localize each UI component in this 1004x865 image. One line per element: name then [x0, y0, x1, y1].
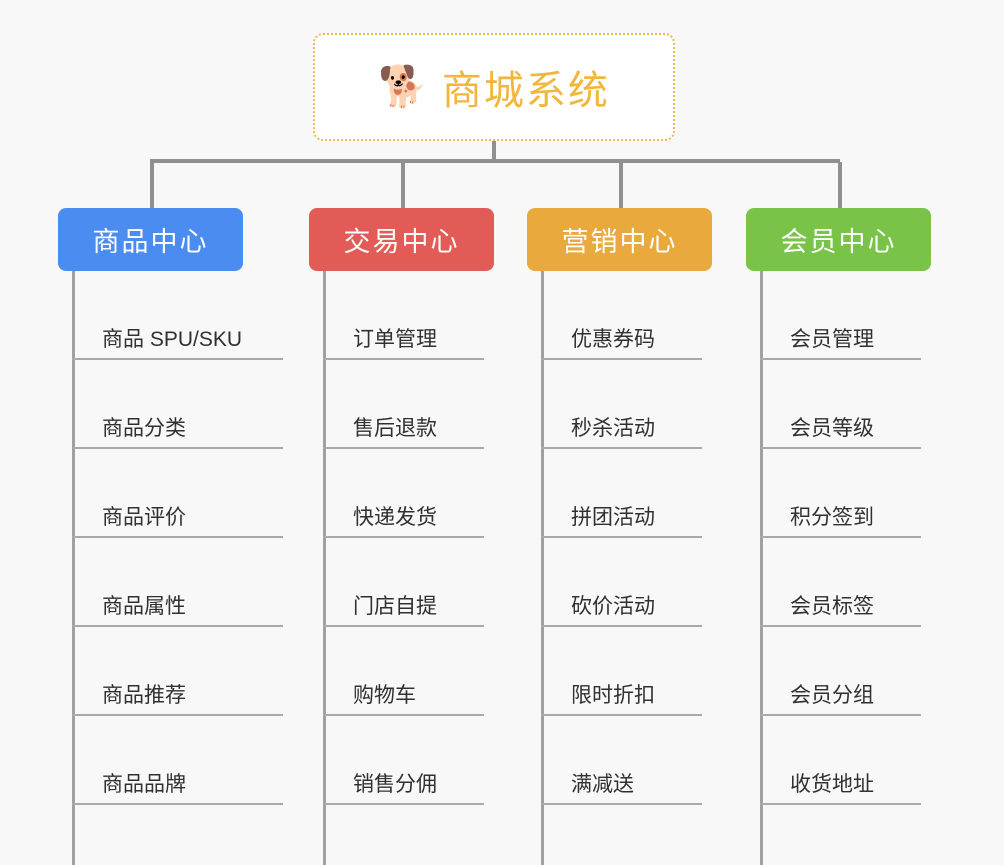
branch-header-1[interactable]: 交易中心 [309, 208, 494, 271]
list-item[interactable]: 积分签到 [760, 449, 921, 538]
list-item[interactable]: 门店自提 [323, 538, 484, 627]
branch-items-1: 订单管理 售后退款 快递发货 门店自提 购物车 销售分佣 [323, 271, 484, 805]
list-item[interactable]: 商品分类 [72, 360, 283, 449]
list-item-label: 售后退款 [353, 416, 437, 440]
branch-items-2: 优惠券码 秒杀活动 拼团活动 砍价活动 限时折扣 满减送 [541, 271, 702, 805]
list-item[interactable]: 会员标签 [760, 538, 921, 627]
mindmap-canvas: 🐕 商城系统 商品中心 商品 SPU/SKU 商品分类 商品评价 商品属性 商品… [58, 33, 931, 865]
branch-items-3: 会员管理 会员等级 积分签到 会员标签 会员分组 收货地址 [760, 271, 921, 805]
list-item-label: 商品分类 [102, 416, 186, 440]
list-item-label: 会员分组 [790, 683, 874, 707]
list-item-label: 会员管理 [790, 327, 874, 351]
branch-header-0[interactable]: 商品中心 [58, 208, 243, 271]
branch-bus-connector [150, 159, 840, 163]
list-item-label: 满减送 [571, 772, 634, 796]
list-item[interactable]: 商品品牌 [72, 716, 283, 805]
list-item-label: 商品 SPU/SKU [102, 327, 243, 351]
list-item[interactable]: 拼团活动 [541, 449, 702, 538]
branch-drop-connector-2 [619, 162, 623, 208]
list-item-label: 销售分佣 [353, 772, 437, 796]
list-item-label: 商品品牌 [102, 772, 186, 796]
list-item[interactable]: 订单管理 [323, 271, 484, 360]
list-item[interactable]: 优惠券码 [541, 271, 702, 360]
root-node[interactable]: 🐕 商城系统 [313, 33, 675, 141]
branch-header-3[interactable]: 会员中心 [746, 208, 931, 271]
branch-spine-0 [72, 271, 75, 865]
list-item-label: 订单管理 [353, 327, 437, 351]
list-item[interactable]: 商品属性 [72, 538, 283, 627]
root-node-label: 商城系统 [441, 69, 610, 113]
list-item[interactable]: 购物车 [323, 627, 484, 716]
branch-header-label-3: 会员中心 [780, 227, 897, 257]
branch-items-0: 商品 SPU/SKU 商品分类 商品评价 商品属性 商品推荐 商品品牌 [72, 271, 283, 805]
list-item[interactable]: 快递发货 [323, 449, 484, 538]
list-item-label: 秒杀活动 [571, 416, 655, 440]
list-item-label: 快递发货 [353, 505, 437, 529]
list-item-label: 商品推荐 [102, 683, 186, 707]
list-item-label: 积分签到 [790, 505, 874, 529]
list-item-label: 商品评价 [102, 505, 186, 529]
list-item-label: 门店自提 [353, 594, 437, 618]
list-item[interactable]: 会员等级 [760, 360, 921, 449]
branch-spine-2 [541, 271, 544, 865]
branch-spine-3 [760, 271, 763, 865]
branch-header-label-1: 交易中心 [343, 227, 460, 257]
list-item-label: 拼团活动 [571, 505, 655, 529]
list-item-label: 收货地址 [790, 772, 874, 796]
list-item-label: 会员标签 [790, 594, 874, 618]
branch-spine-1 [323, 271, 326, 865]
branch-header-label-2: 营销中心 [561, 227, 678, 257]
list-item[interactable]: 商品推荐 [72, 627, 283, 716]
shiba-dog-emoji-icon: 🐕 [378, 65, 428, 109]
list-item[interactable]: 商品评价 [72, 449, 283, 538]
branch-header-label-0: 商品中心 [92, 227, 209, 257]
branch-header-2[interactable]: 营销中心 [527, 208, 712, 271]
list-item[interactable]: 会员分组 [760, 627, 921, 716]
list-item-label: 砍价活动 [571, 594, 655, 618]
list-item[interactable]: 销售分佣 [323, 716, 484, 805]
list-item-label: 商品属性 [102, 594, 186, 618]
list-item[interactable]: 满减送 [541, 716, 702, 805]
root-stem-connector [492, 141, 496, 162]
list-item[interactable]: 商品 SPU/SKU [72, 271, 283, 360]
list-item-label: 购物车 [353, 683, 416, 707]
list-item[interactable]: 售后退款 [323, 360, 484, 449]
branch-drop-connector-1 [401, 162, 405, 208]
list-item-label: 优惠券码 [571, 327, 655, 351]
list-item[interactable]: 收货地址 [760, 716, 921, 805]
branch-drop-connector-0 [150, 162, 154, 208]
list-item[interactable]: 砍价活动 [541, 538, 702, 627]
list-item[interactable]: 秒杀活动 [541, 360, 702, 449]
branch-drop-connector-3 [838, 162, 842, 208]
list-item-label: 会员等级 [790, 416, 874, 440]
list-item[interactable]: 限时折扣 [541, 627, 702, 716]
list-item[interactable]: 会员管理 [760, 271, 921, 360]
list-item-label: 限时折扣 [571, 683, 655, 707]
